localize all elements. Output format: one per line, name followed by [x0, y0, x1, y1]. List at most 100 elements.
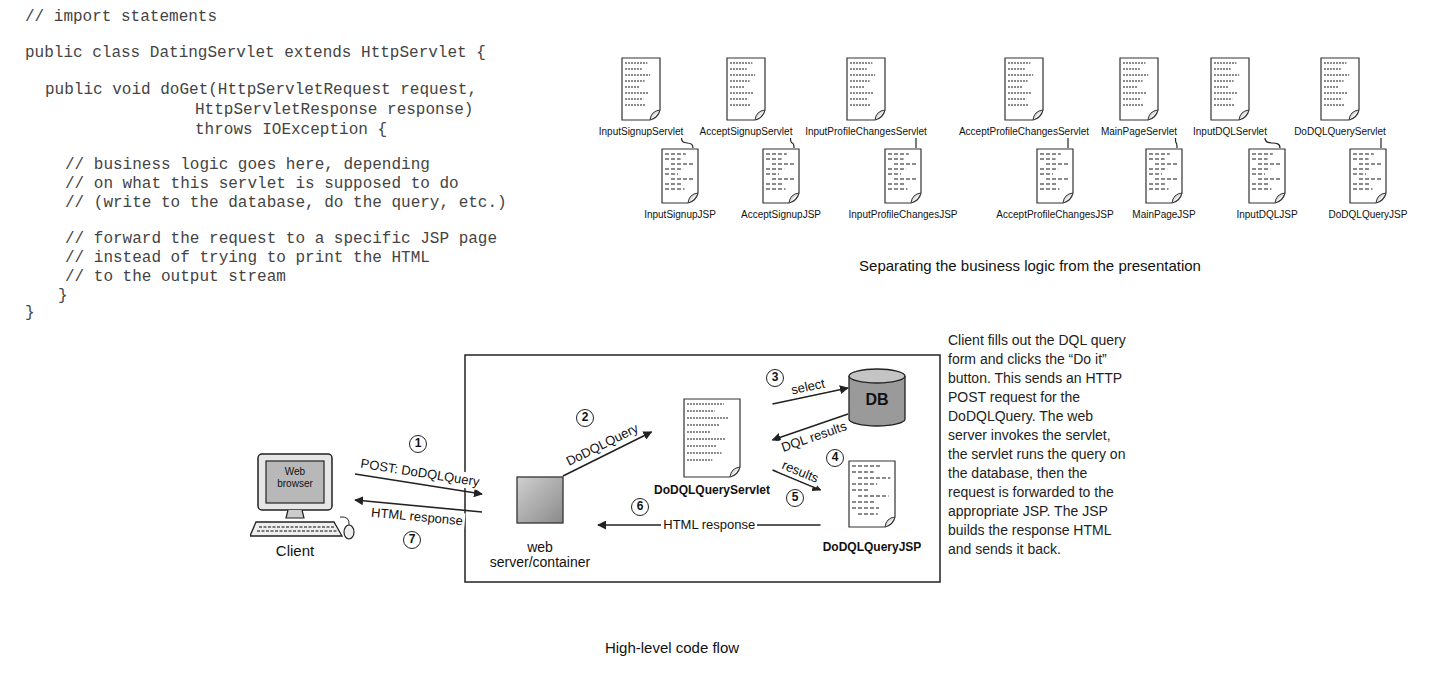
- icon-part: [1239, 110, 1249, 120]
- icon-part: [625, 104, 646, 106]
- icon-part: [730, 104, 751, 106]
- icon-part: [1349, 110, 1359, 120]
- icon-part: [1040, 183, 1057, 185]
- icon-part: [1148, 110, 1158, 120]
- icon-part: [730, 467, 740, 477]
- servlet-file: InputProfileChangesServlet: [803, 57, 929, 138]
- icon-part: [885, 517, 895, 527]
- icon-part: [894, 163, 917, 165]
- icon-part: [340, 517, 349, 525]
- callout-number: 2: [576, 409, 594, 427]
- icon-part: [1252, 183, 1269, 185]
- edge-label: DoDQLQuery: [562, 419, 643, 470]
- callout-number: 4: [826, 449, 844, 467]
- database-node: DB: [848, 368, 906, 428]
- icon-part: [1214, 86, 1228, 88]
- icon-part: [1211, 58, 1249, 120]
- icon-part: [1149, 173, 1162, 175]
- node-label: InputSignupServlet: [597, 125, 686, 138]
- icon-part: [730, 62, 752, 64]
- icon-part: [1252, 188, 1272, 190]
- server-node: web server/container: [482, 476, 598, 570]
- document-icon: [762, 148, 800, 204]
- node-label: MainPageServlet: [1099, 125, 1180, 138]
- code-line: HttpServletResponse response): [195, 101, 473, 119]
- edge-label: results: [778, 456, 823, 487]
- icon-part: [687, 417, 728, 419]
- node-label: DoDQLQueryServlet: [652, 483, 773, 498]
- server-box: [516, 476, 564, 524]
- icon-part: [1008, 68, 1025, 70]
- icon-part: [766, 183, 783, 185]
- icon-part: [1149, 158, 1165, 160]
- screen-label: Web browser: [273, 466, 317, 490]
- icon-part: [622, 58, 660, 120]
- icon-part: [852, 483, 877, 485]
- icon-part: [1258, 178, 1280, 180]
- document-icon: [1320, 57, 1360, 121]
- document-icon: [683, 398, 741, 478]
- connector: [682, 138, 694, 148]
- icon-part: [1214, 104, 1235, 106]
- icon-part: [1046, 178, 1068, 180]
- jsp-file: InputSignupJSP: [642, 148, 718, 221]
- connector: [1067, 138, 1068, 148]
- icon-part: [625, 80, 645, 82]
- icon-part: [730, 68, 747, 70]
- icon-part: [1214, 74, 1239, 76]
- icon-part: [1324, 98, 1342, 100]
- icon-part: [852, 501, 875, 503]
- servlet-file: MainPageServlet: [1099, 57, 1180, 138]
- code-line: }: [58, 287, 68, 305]
- document-icon: [1145, 148, 1183, 204]
- icon-part: [1063, 193, 1073, 203]
- node-label: InputDQLJSP: [1234, 208, 1300, 221]
- icon-part: [1040, 153, 1061, 155]
- icon-part: [344, 525, 354, 539]
- servlet-file: AcceptSignupServlet: [698, 57, 795, 138]
- icon-part: [1350, 149, 1386, 203]
- icon-part: [687, 459, 712, 461]
- icon-part: [766, 188, 786, 190]
- document-icon: [1349, 148, 1387, 204]
- icon-part: [858, 495, 889, 497]
- icon-part: [1149, 153, 1170, 155]
- connector: [1176, 138, 1178, 148]
- icon-part: [687, 410, 715, 412]
- node-label: AcceptSignupJSP: [739, 208, 824, 221]
- code-line: // (write to the database, do the query,…: [65, 194, 507, 212]
- icon-part: [763, 149, 799, 203]
- icon-part: [730, 86, 744, 88]
- code-line: // to the output stream: [65, 268, 286, 286]
- icon-part: [665, 168, 683, 170]
- icon-part: [625, 62, 647, 64]
- icon-part: [850, 104, 871, 106]
- icon-part: [730, 74, 755, 76]
- icon-part: [766, 153, 787, 155]
- node-label: DoDQLQueryServlet: [1292, 125, 1388, 138]
- icon-part: [625, 74, 650, 76]
- icon-part: [1214, 92, 1238, 94]
- icon-part: [684, 399, 740, 477]
- node-label: web server/container: [482, 540, 598, 570]
- document-icon: [846, 57, 886, 121]
- icon-part: [687, 424, 719, 426]
- icon-part: [1123, 98, 1141, 100]
- icon-part: [1123, 86, 1137, 88]
- icon-part: [517, 477, 563, 523]
- icon-part: [766, 168, 784, 170]
- icon-part: [852, 489, 870, 491]
- servlet-file: DoDQLQueryServlet: [652, 398, 773, 498]
- caption: High-level code flow: [322, 639, 1022, 657]
- node-label: AcceptProfileChangesServlet: [957, 125, 1092, 138]
- icon-part: [662, 149, 698, 203]
- icon-part: [888, 158, 904, 160]
- icon-part: [687, 452, 722, 454]
- icon-part: [1123, 80, 1143, 82]
- code-line: // business logic goes here, depending: [65, 156, 430, 174]
- icon-part: [849, 461, 895, 527]
- node-label: Client: [250, 542, 340, 560]
- icon-part: [730, 80, 750, 82]
- icon-part: [1275, 193, 1285, 203]
